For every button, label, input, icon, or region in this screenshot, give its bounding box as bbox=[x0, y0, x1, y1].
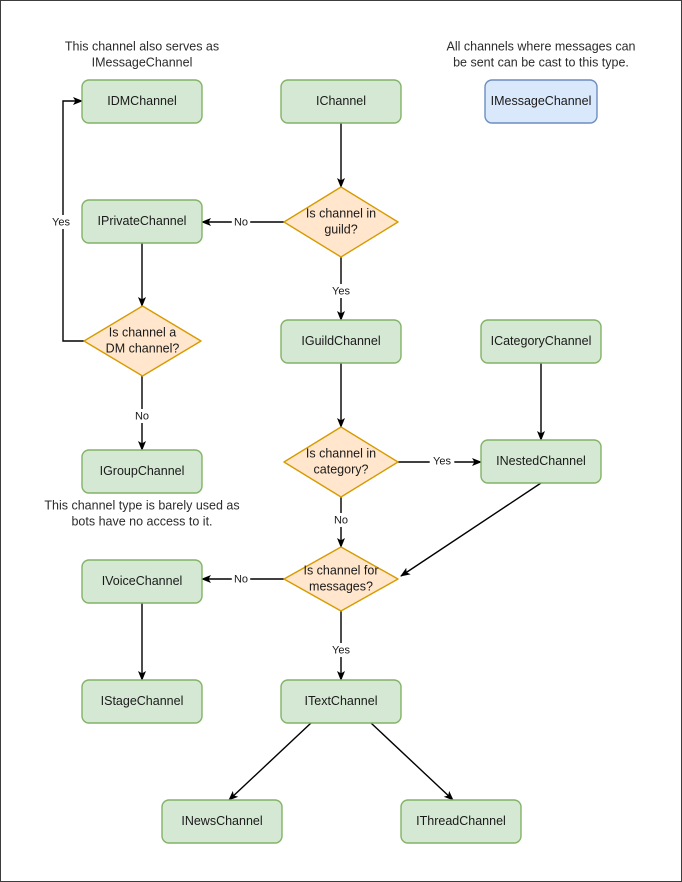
node-igroupchannel[interactable]: IGroupChannel bbox=[81, 449, 203, 494]
edge-e-guild-iguild: Yes bbox=[328, 257, 354, 321]
node-iguildchannel[interactable]: IGuildChannel bbox=[280, 319, 402, 364]
node-shape[interactable] bbox=[400, 799, 522, 844]
node-ichannel[interactable]: IChannel bbox=[280, 79, 402, 124]
edge-label: Yes bbox=[52, 216, 70, 228]
edge-e-qmessages-voice: No bbox=[201, 572, 284, 586]
node-shape[interactable] bbox=[81, 449, 203, 494]
decision-shape[interactable] bbox=[283, 426, 399, 498]
node-label: IPrivateChannel bbox=[98, 214, 187, 228]
edge-label-bg bbox=[429, 454, 455, 468]
edge-label-bg bbox=[328, 643, 354, 657]
node-label: IDMChannel bbox=[107, 94, 176, 108]
node-shape[interactable] bbox=[81, 199, 203, 244]
node-q-dm[interactable]: Is channel a DM channel? bbox=[83, 305, 202, 377]
node-label: ICategoryChannel bbox=[491, 334, 592, 348]
node-itextchannel[interactable]: ITextChannel bbox=[280, 679, 402, 724]
edge-path bbox=[370, 722, 454, 801]
node-q-category[interactable]: Is channel in category? bbox=[283, 426, 399, 498]
edge-e-qcategory-nested: Yes bbox=[398, 454, 482, 468]
edge-label: Yes bbox=[332, 285, 350, 297]
edge-e-nested-qmessages bbox=[400, 482, 542, 577]
edge-label: Yes bbox=[332, 644, 350, 656]
node-label: guild? bbox=[324, 222, 357, 236]
edge-e-text-thread bbox=[370, 722, 454, 801]
edge-e-text-news bbox=[228, 722, 312, 801]
node-shape[interactable] bbox=[280, 679, 402, 724]
edge-path bbox=[400, 482, 542, 577]
edge-label-bg bbox=[328, 284, 354, 298]
decision-shape[interactable] bbox=[283, 186, 399, 258]
node-iprivatechannel[interactable]: IPrivateChannel bbox=[81, 199, 203, 244]
node-imessagechannel[interactable]: IMessageChannel bbox=[484, 79, 598, 124]
nodes-layer: IDMChannel IChannel IMessageChannelIPrivat… bbox=[81, 79, 602, 844]
node-label: category? bbox=[314, 462, 369, 476]
node-label: INewsChannel bbox=[181, 814, 262, 828]
node-label: ITextChannel bbox=[305, 694, 378, 708]
note-line: All channels where messages can bbox=[447, 39, 636, 53]
edge-e-guild-private: No bbox=[201, 215, 284, 229]
node-shape[interactable] bbox=[280, 319, 402, 364]
node-label: Is channel in bbox=[306, 206, 376, 220]
edge-label: No bbox=[234, 216, 248, 228]
node-ivoicechannel[interactable]: IVoiceChannel bbox=[81, 559, 203, 604]
node-label: Is channel for bbox=[303, 563, 378, 577]
node-istagechannel[interactable]: IStageChannel bbox=[81, 679, 203, 724]
notes-layer: This channel also serves as IMessageChann… bbox=[44, 39, 635, 528]
edge-e-qdm-idm: Yes bbox=[48, 97, 84, 342]
node-shape[interactable] bbox=[81, 559, 203, 604]
edge-label: No bbox=[234, 573, 248, 585]
node-label: IMessageChannel bbox=[491, 94, 592, 108]
note-note-message: All channels where messages can be sent c… bbox=[447, 39, 636, 69]
note-line: be sent can be cast to this type. bbox=[453, 55, 629, 69]
node-shape[interactable] bbox=[484, 79, 598, 124]
node-ithreadchannel[interactable]: IThreadChannel bbox=[400, 799, 522, 844]
edge-label: No bbox=[334, 514, 348, 526]
edge-label-bg bbox=[331, 513, 351, 527]
edge-label-bg bbox=[132, 409, 152, 423]
node-shape[interactable] bbox=[480, 319, 602, 364]
edge-label-bg bbox=[48, 215, 74, 229]
node-label: messages? bbox=[309, 579, 373, 593]
node-shape[interactable] bbox=[81, 679, 203, 724]
node-inewschannel[interactable]: INewsChannel bbox=[161, 799, 283, 844]
node-label: IThreadChannel bbox=[416, 814, 506, 828]
edge-e-qcategory-qmessages: No bbox=[331, 497, 351, 548]
note-note-dm: This channel also serves as IMessageChann… bbox=[65, 39, 219, 69]
node-q-guild[interactable]: Is channel in guild? bbox=[283, 186, 399, 258]
node-shape[interactable] bbox=[480, 439, 602, 484]
node-shape[interactable] bbox=[280, 79, 402, 124]
node-label: IGroupChannel bbox=[100, 464, 185, 478]
node-label: IStageChannel bbox=[101, 694, 184, 708]
node-label: IVoiceChannel bbox=[102, 574, 183, 588]
edge-path bbox=[228, 722, 312, 801]
note-note-group: This channel type is barely used as bots … bbox=[44, 498, 239, 528]
edge-label-bg bbox=[231, 215, 251, 229]
node-label: IGuildChannel bbox=[301, 334, 380, 348]
note-line: This channel also serves as bbox=[65, 39, 219, 53]
edge-label: Yes bbox=[433, 455, 451, 467]
node-label: IChannel bbox=[316, 94, 366, 108]
node-shape[interactable] bbox=[81, 79, 203, 124]
node-label: DM channel? bbox=[106, 341, 180, 355]
edge-label-bg bbox=[231, 572, 251, 586]
node-label: Is channel in bbox=[306, 446, 376, 460]
node-label: INestedChannel bbox=[496, 454, 586, 468]
note-line: This channel type is barely used as bbox=[44, 498, 239, 512]
node-label: Is channel a bbox=[109, 325, 176, 339]
decision-shape[interactable] bbox=[83, 305, 202, 377]
note-line: bots have no access to it. bbox=[71, 514, 212, 528]
edge-e-qdm-group: No bbox=[132, 376, 152, 451]
node-q-messages[interactable]: Is channel for messages? bbox=[283, 546, 399, 612]
node-icategorychannel[interactable]: ICategoryChannel bbox=[480, 319, 602, 364]
note-line: IMessageChannel bbox=[92, 55, 193, 69]
node-inestedchannel[interactable]: INestedChannel bbox=[480, 439, 602, 484]
node-shape[interactable] bbox=[161, 799, 283, 844]
decision-shape[interactable] bbox=[283, 546, 399, 612]
edge-label: No bbox=[135, 410, 149, 422]
node-idmchannel[interactable]: IDMChannel bbox=[81, 79, 203, 124]
edge-e-qmessages-text: Yes bbox=[328, 611, 354, 681]
